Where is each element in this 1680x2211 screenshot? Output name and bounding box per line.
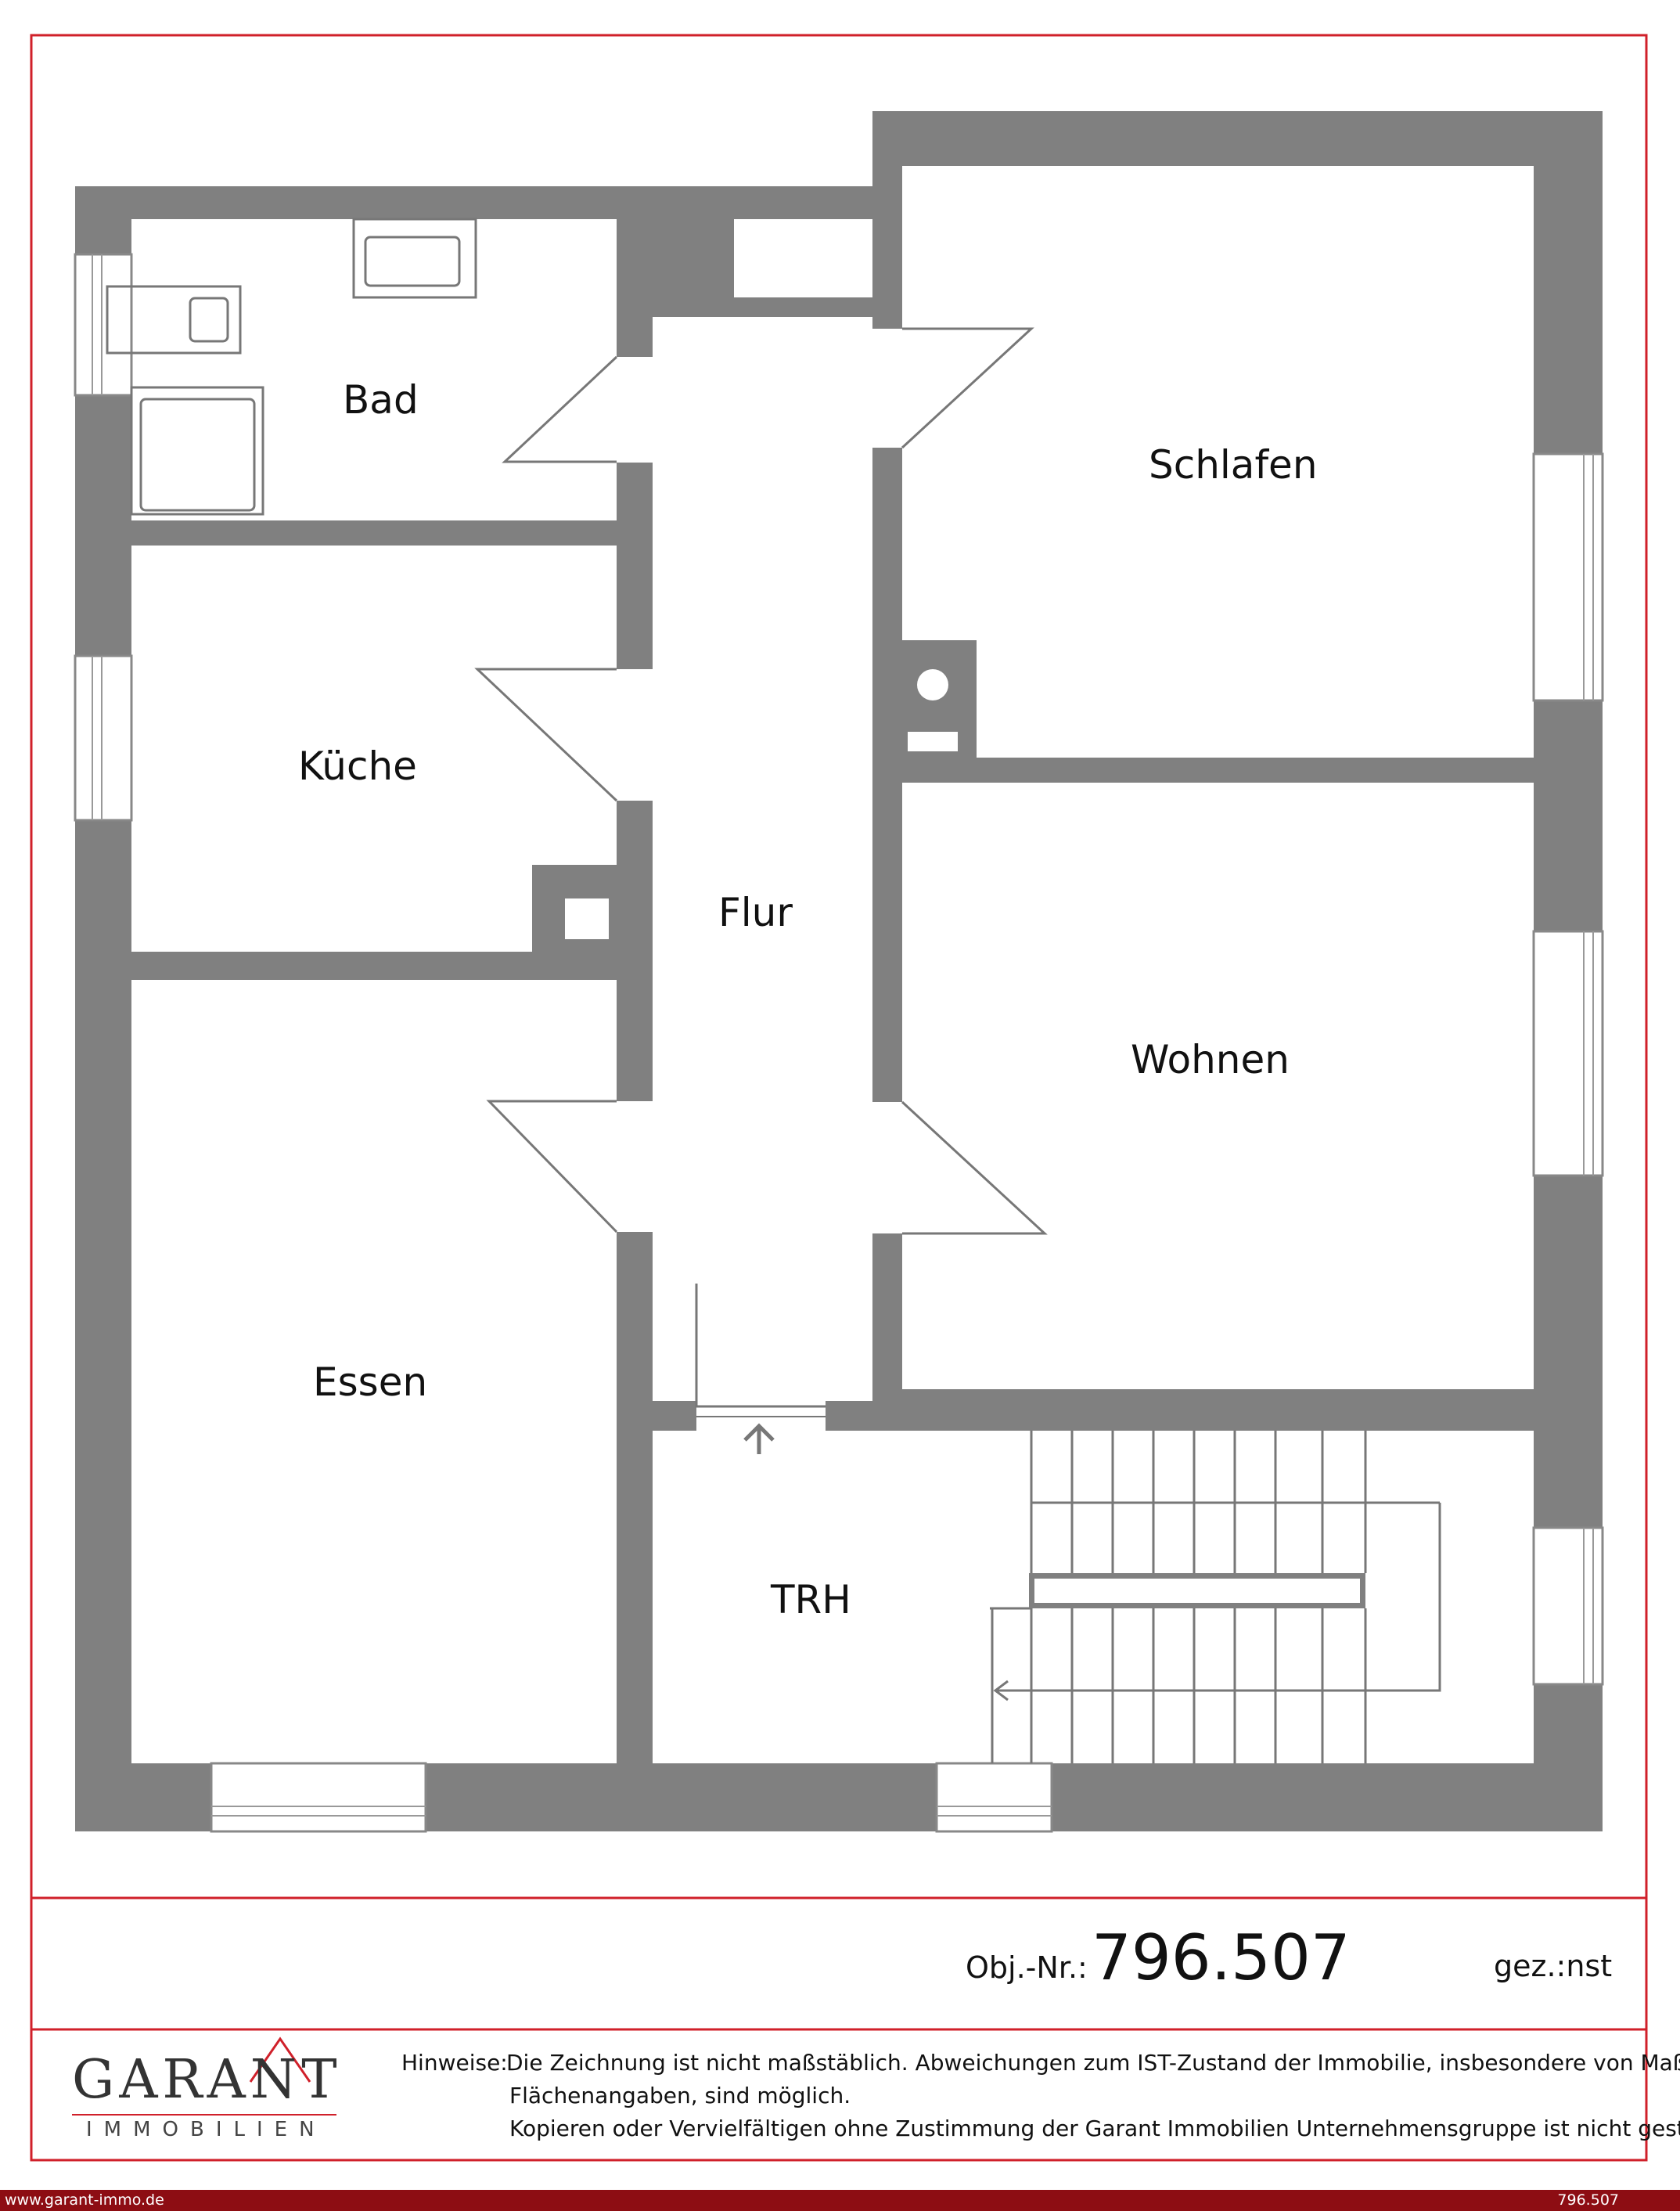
room-label-kueche: Küche xyxy=(298,744,417,789)
entrance-arrow-icon xyxy=(743,1423,775,1454)
bath-fixtures xyxy=(106,218,477,516)
room-label-bad: Bad xyxy=(343,377,419,423)
notes-line-1: Die Zeichnung ist nicht maßstäblich. Abw… xyxy=(506,2050,1680,2076)
bad-wall-stub xyxy=(721,219,734,297)
kueche-shaft-inner xyxy=(565,898,609,939)
windows xyxy=(74,253,1604,1833)
room-label-wohnen: Wohnen xyxy=(1131,1037,1290,1082)
room-label-schlafen: Schlafen xyxy=(1149,442,1318,488)
chimney-slot xyxy=(908,732,958,751)
drawn-by: gez.:nst xyxy=(1494,1949,1613,1983)
walls xyxy=(75,111,1603,1831)
room-label-trh: TRH xyxy=(771,1577,851,1622)
notes-heading: Hinweise: xyxy=(401,2050,508,2076)
staircase xyxy=(990,1431,1441,1763)
door-swings xyxy=(474,327,1048,1408)
object-number-label: Obj.-Nr.: xyxy=(966,1950,1088,1985)
footer-bar: www.garant-immo.de 796.507 xyxy=(0,2190,1680,2211)
room-label-essen: Essen xyxy=(313,1359,428,1405)
logo-name: GARANT xyxy=(72,2049,342,2111)
room-label-flur: Flur xyxy=(718,890,793,935)
chimney-flue xyxy=(917,669,948,700)
footer-website: www.garant-immo.de xyxy=(5,2191,164,2209)
stair-handrail-inner xyxy=(1034,1579,1360,1603)
window-mullions xyxy=(92,254,1594,1817)
footer-number: 796.507 xyxy=(1557,2191,1619,2209)
notes-line-2: Flächenangaben, sind möglich. xyxy=(509,2083,851,2108)
drawing-frame xyxy=(30,34,1648,2162)
door-openings xyxy=(617,329,902,1431)
logo-subtitle: IMMOBILIEN xyxy=(86,2118,326,2141)
notes-line-3: Kopieren oder Vervielfältigen ohne Zusti… xyxy=(509,2116,1680,2141)
object-number: 796.507 xyxy=(1092,1921,1351,1994)
logo-roof-icon xyxy=(249,2036,311,2083)
